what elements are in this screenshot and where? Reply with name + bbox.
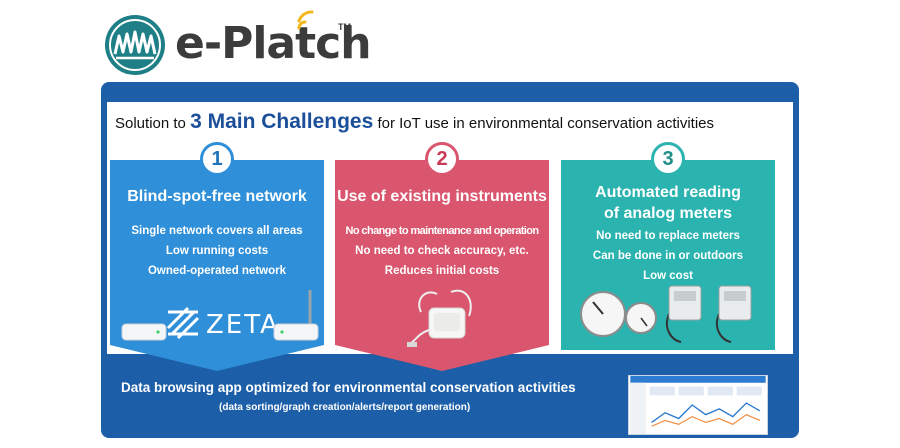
challenge-card-analog-meters: 3 Automated reading of analog meters No … (561, 142, 775, 371)
point-item: No change to maintenance and operation (345, 225, 540, 237)
trademark: TM (338, 22, 351, 32)
challenge-title: Use of existing instruments (337, 188, 547, 205)
data-app-title: Data browsing app optimized for environm… (121, 380, 576, 395)
challenge-number-badge: 2 (425, 142, 459, 176)
base-station-device-icon (273, 290, 319, 341)
challenge-title-line: Automated reading (595, 184, 741, 201)
point-item: Owned-operated network (147, 265, 287, 277)
challenge-card-instruments: 2 Use of existing instruments No change … (335, 142, 549, 371)
data-app-subtitle: (data sorting/graph creation/alerts/repo… (219, 402, 471, 413)
challenge-number-badge: 3 (651, 142, 685, 176)
solutions-panel: Solution to 3 Main Challenges for IoT us… (101, 82, 799, 438)
card-arrow-shape (335, 160, 549, 371)
point-item: No need to check accuracy, etc. (355, 245, 529, 257)
point-item: Single network covers all areas (131, 225, 303, 237)
challenge-title-line: of analog meters (603, 205, 733, 222)
brand-name: e-Platch (175, 18, 372, 69)
e-platch-logo-mark (105, 15, 165, 75)
headline-prefix: Solution to (115, 115, 191, 132)
challenge-points: No need to replace meters Can be done in… (561, 226, 775, 286)
challenge-card-network: 1 Blind-spot-free network Single network… (110, 142, 324, 371)
point-item: Low cost (643, 270, 693, 282)
meter-reader-device-icon (665, 285, 752, 343)
gateway-device-icon (121, 323, 167, 341)
wireless-signal-icon (297, 10, 314, 30)
point-item: Low running costs (165, 245, 269, 257)
headline-emphasis: 3 Main Challenges (190, 110, 374, 133)
point-item: Reduces initial costs (384, 265, 500, 277)
zeta-brand-text: ZETA (206, 310, 280, 340)
challenge-title: Automated reading of analog meters (561, 182, 775, 224)
analog-gauge-icon (580, 291, 657, 337)
headline: Solution to 3 Main Challenges for IoT us… (115, 110, 714, 134)
zeta-logo-icon (166, 306, 200, 340)
point-item: Can be done in or outdoors (592, 250, 744, 262)
card-arrow-shape (110, 160, 324, 371)
sensor-device-icon (407, 289, 472, 347)
challenge-number-badge: 1 (200, 142, 234, 176)
challenge-title: Blind-spot-free network (127, 188, 307, 205)
headline-suffix: for IoT use in environmental conservatio… (373, 115, 715, 132)
challenge-points: Single network covers all areas Low runn… (110, 221, 324, 281)
app-screenshot-thumbnail (628, 375, 768, 435)
point-item: No need to replace meters (596, 230, 740, 242)
challenge-points: No change to maintenance and operation N… (335, 221, 549, 281)
